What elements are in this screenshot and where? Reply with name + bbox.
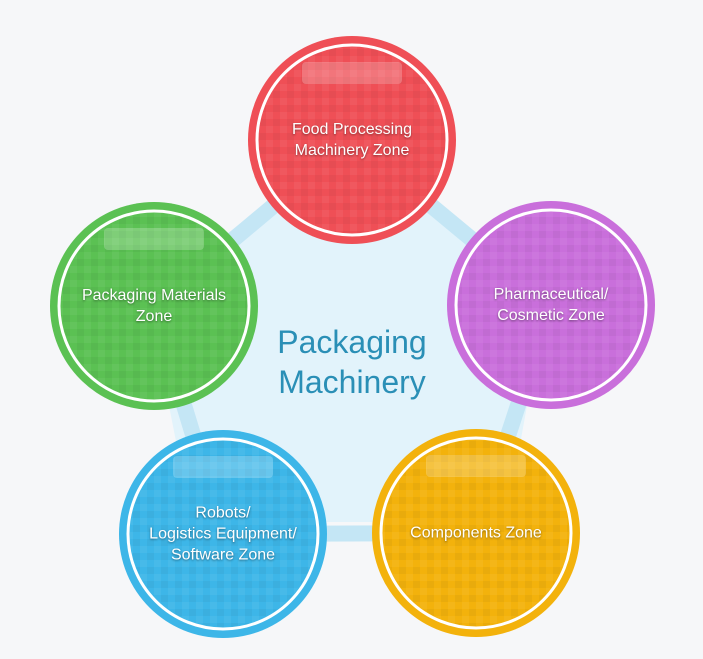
zone-photo-texture xyxy=(130,441,316,627)
venue-sign-board xyxy=(302,62,402,84)
zone-photo-texture xyxy=(458,212,644,398)
zone-photo-texture xyxy=(61,213,247,399)
venue-sign-board xyxy=(104,228,204,250)
zone-circle-pharmaceutical-cosmetic xyxy=(447,201,655,409)
zone-circle-robots-logistics-software xyxy=(119,430,327,638)
zone-circle-food-processing xyxy=(248,36,456,244)
venue-sign-board xyxy=(426,455,526,477)
center-title: Packaging Machinery xyxy=(277,324,427,400)
zone-circle-packaging-materials xyxy=(50,202,258,410)
zone-photo-texture xyxy=(383,440,569,626)
venue-sign-board xyxy=(173,456,273,478)
zone-photo-texture xyxy=(259,47,445,233)
zone-circle-components xyxy=(372,429,580,637)
